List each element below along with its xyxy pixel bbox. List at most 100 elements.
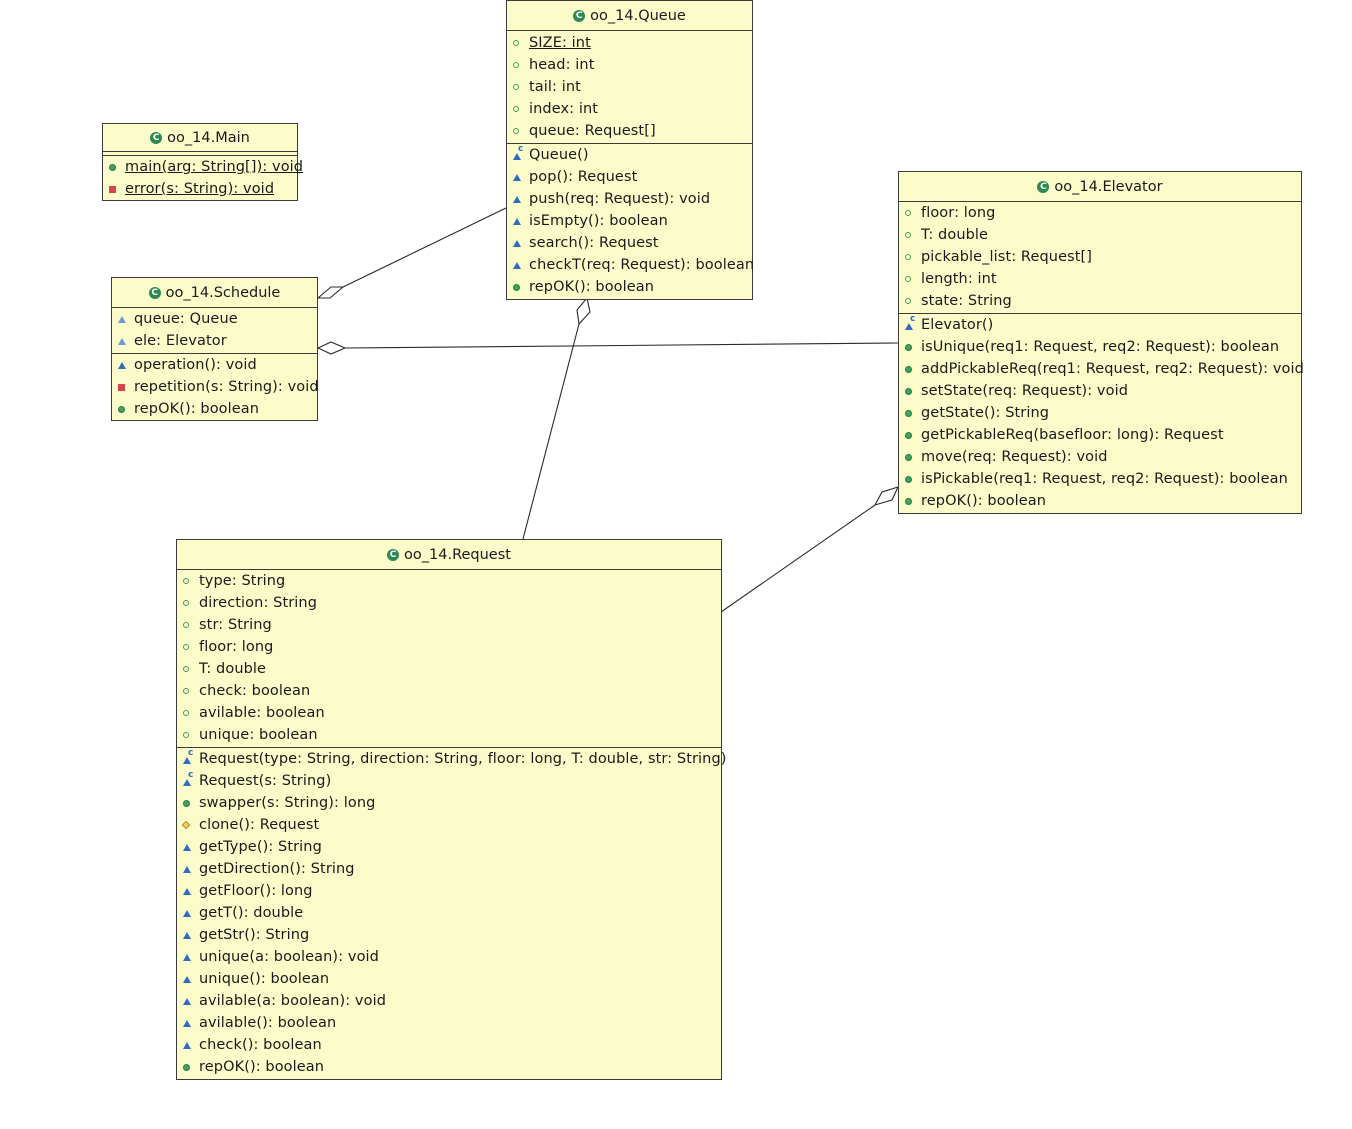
member-row[interactable]: index: int bbox=[507, 98, 752, 120]
member-row[interactable]: unique(): boolean bbox=[177, 968, 721, 990]
member-row[interactable]: operation(): void bbox=[112, 354, 317, 376]
public-field-icon bbox=[183, 666, 199, 672]
class-icon: C bbox=[387, 548, 400, 561]
member-row[interactable]: getStr(): String bbox=[177, 924, 721, 946]
member-row[interactable]: error(s: String): void bbox=[103, 178, 297, 200]
member-row[interactable]: head: int bbox=[507, 54, 752, 76]
member-row[interactable]: move(req: Request): void bbox=[899, 446, 1301, 468]
member-text: state: String bbox=[921, 293, 1012, 309]
member-row[interactable]: length: int bbox=[899, 268, 1301, 290]
member-text: avilable(): boolean bbox=[199, 1015, 337, 1031]
public-field-icon bbox=[905, 232, 921, 238]
member-row[interactable]: getT(): double bbox=[177, 902, 721, 924]
public-visibility-icon bbox=[183, 1063, 199, 1071]
member-row[interactable]: type: String bbox=[177, 570, 721, 592]
member-row[interactable]: str: String bbox=[177, 614, 721, 636]
member-text: unique(a: boolean): void bbox=[199, 949, 379, 965]
class-name: oo_14.Main bbox=[167, 129, 250, 146]
member-row[interactable]: floor: long bbox=[177, 636, 721, 658]
member-row[interactable]: T: double bbox=[177, 658, 721, 680]
member-row[interactable]: unique: boolean bbox=[177, 724, 721, 746]
relation-elevator-request-diamond bbox=[873, 486, 900, 506]
package-field-icon bbox=[118, 315, 134, 323]
member-row[interactable]: ele: Elevator bbox=[112, 330, 317, 352]
member-row[interactable]: checkT(req: Request): boolean bbox=[507, 254, 754, 276]
member-row[interactable]: addPickableReq(req1: Request, req2: Requ… bbox=[899, 358, 1304, 380]
member-row[interactable]: state: String bbox=[899, 290, 1301, 312]
member-row[interactable]: repOK(): boolean bbox=[899, 490, 1301, 512]
member-row[interactable]: avilable: boolean bbox=[177, 702, 721, 724]
class-header: C oo_14.Main bbox=[103, 124, 297, 152]
member-row[interactable]: getDirection(): String bbox=[177, 858, 721, 880]
member-row[interactable]: search(): Request bbox=[507, 232, 752, 254]
member-row[interactable]: repOK(): boolean bbox=[177, 1056, 721, 1078]
constructor-icon: c bbox=[905, 314, 921, 330]
member-row[interactable]: T: double bbox=[899, 224, 1301, 246]
member-row[interactable]: repOK(): boolean bbox=[507, 276, 752, 298]
member-row[interactable]: direction: String bbox=[177, 592, 721, 614]
member-row[interactable]: pop(): Request bbox=[507, 166, 752, 188]
public-field-icon bbox=[513, 128, 529, 134]
member-row[interactable]: main(arg: String[]): void bbox=[103, 156, 303, 178]
member-row[interactable]: unique(a: boolean): void bbox=[177, 946, 721, 968]
member-row[interactable]: isUnique(req1: Request, req2: Request): … bbox=[899, 336, 1301, 358]
package-visibility-icon bbox=[118, 361, 134, 369]
member-row[interactable]: getFloor(): long bbox=[177, 880, 721, 902]
member-row[interactable]: floor: long bbox=[899, 202, 1301, 224]
member-text: queue: Request[] bbox=[529, 123, 656, 139]
member-row[interactable]: pickable_list: Request[] bbox=[899, 246, 1301, 268]
public-visibility-icon bbox=[905, 409, 921, 417]
member-text: repOK(): boolean bbox=[921, 493, 1047, 509]
constructor-icon: c bbox=[513, 144, 529, 160]
member-row[interactable]: getState(): String bbox=[899, 402, 1301, 424]
member-row[interactable]: queue: Request[] bbox=[507, 120, 752, 142]
fields-section: type: String direction: String str: String… bbox=[177, 570, 721, 748]
member-row[interactable]: avilable(): boolean bbox=[177, 1012, 721, 1034]
member-row[interactable]: setState(req: Request): void bbox=[899, 380, 1301, 402]
member-row[interactable]: getPickableReq(basefloor: long): Request bbox=[899, 424, 1301, 446]
member-row[interactable]: check(): boolean bbox=[177, 1034, 721, 1056]
member-row[interactable]: SIZE: int bbox=[507, 32, 752, 54]
member-row[interactable]: repetition(s: String): void bbox=[112, 376, 319, 398]
member-text: T: double bbox=[921, 227, 989, 243]
member-text: str: String bbox=[199, 617, 272, 633]
member-text: repetition(s: String): void bbox=[134, 379, 319, 395]
member-text: check(): boolean bbox=[199, 1037, 322, 1053]
member-text: direction: String bbox=[199, 595, 318, 611]
public-field-icon bbox=[183, 732, 199, 738]
relation-queue-request-diamond bbox=[576, 296, 591, 326]
member-row[interactable]: swapper(s: String): long bbox=[177, 792, 721, 814]
member-row[interactable]: isPickable(req1: Request, req2: Request)… bbox=[899, 468, 1301, 490]
member-row[interactable]: repOK(): boolean bbox=[112, 398, 317, 420]
public-visibility-icon bbox=[183, 799, 199, 807]
member-row[interactable]: clone(): Request bbox=[177, 814, 721, 836]
relation-elevator-request-line[interactable] bbox=[720, 504, 876, 613]
member-text: repOK(): boolean bbox=[199, 1059, 325, 1075]
member-row[interactable]: avilable(a: boolean): void bbox=[177, 990, 721, 1012]
member-text: avilable: boolean bbox=[199, 705, 325, 721]
relation-schedule-queue-line[interactable] bbox=[342, 207, 507, 288]
public-visibility-icon bbox=[905, 343, 921, 351]
relation-schedule-elevator-line[interactable] bbox=[344, 342, 899, 349]
member-row[interactable]: queue: Queue bbox=[112, 308, 317, 330]
member-row[interactable]: isEmpty(): boolean bbox=[507, 210, 752, 232]
member-row[interactable]: getType(): String bbox=[177, 836, 721, 858]
member-text: getT(): double bbox=[199, 905, 304, 921]
package-visibility-icon bbox=[183, 975, 199, 983]
public-field-icon bbox=[183, 710, 199, 716]
relation-queue-request-line[interactable] bbox=[522, 323, 580, 540]
member-row[interactable]: tail: int bbox=[507, 76, 752, 98]
fields-section bbox=[103, 152, 297, 156]
member-row[interactable]: check: boolean bbox=[177, 680, 721, 702]
member-row[interactable]: push(req: Request): void bbox=[507, 188, 752, 210]
public-field-icon bbox=[513, 106, 529, 112]
